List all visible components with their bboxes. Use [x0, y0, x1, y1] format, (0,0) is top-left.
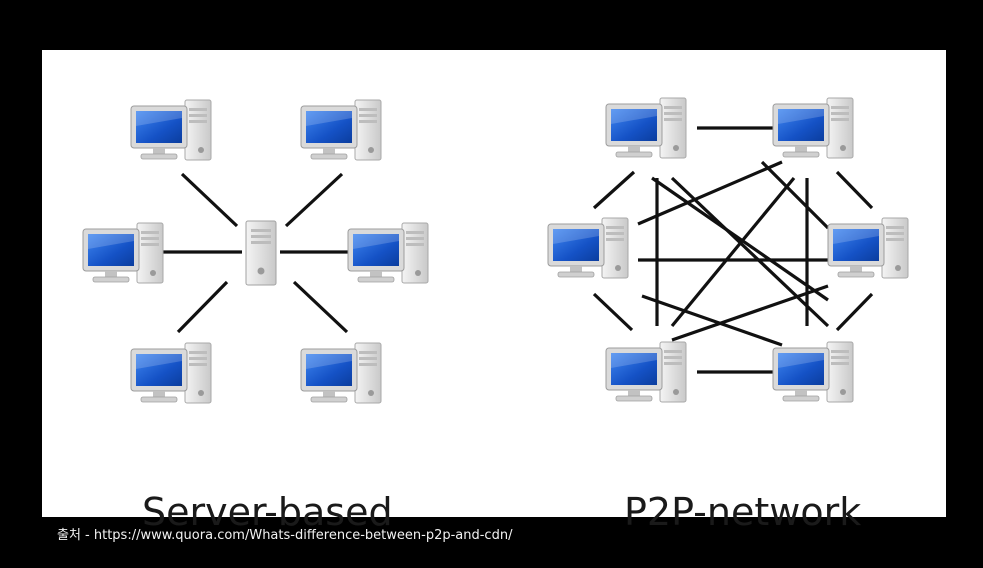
peer-link-12: [670, 176, 830, 328]
computer-icon: [605, 341, 687, 403]
server-link-1: [180, 172, 239, 228]
computer-icon: [300, 342, 382, 404]
computer-icon: [130, 99, 212, 161]
server-based-title: Server-based: [142, 490, 393, 534]
network-links: [160, 126, 874, 374]
peer-link-10: [637, 160, 783, 226]
peer-link-3: [592, 170, 636, 210]
peer-link-11: [641, 294, 783, 347]
computer-icon: [547, 217, 629, 279]
computer-icon: [605, 97, 687, 159]
p2p-network-title: P2P-network: [624, 490, 862, 534]
server-link-5: [176, 280, 229, 334]
server-link-6: [292, 280, 349, 334]
source-note: 출처 - https://www.quora.com/Whats-differe…: [57, 528, 513, 543]
peer-link-5: [592, 292, 634, 332]
computer-icon: [827, 217, 909, 279]
peer-link-16: [651, 176, 829, 302]
computer-icon: [300, 99, 382, 161]
peer-link-6: [835, 292, 874, 332]
peer-link-14: [760, 160, 830, 230]
slide: Server-based P2P-network: [42, 50, 946, 534]
computer-icon: [347, 222, 429, 284]
computer-icon: [772, 341, 854, 403]
server-icon: [245, 220, 277, 286]
server-link-2: [284, 172, 344, 228]
computer-icon: [772, 97, 854, 159]
peer-link-4: [835, 170, 874, 210]
peer-link-13: [670, 176, 796, 328]
network-diagrams: [82, 97, 909, 404]
computer-icon: [130, 342, 212, 404]
computer-icon: [82, 222, 164, 284]
peer-link-15: [671, 284, 829, 342]
